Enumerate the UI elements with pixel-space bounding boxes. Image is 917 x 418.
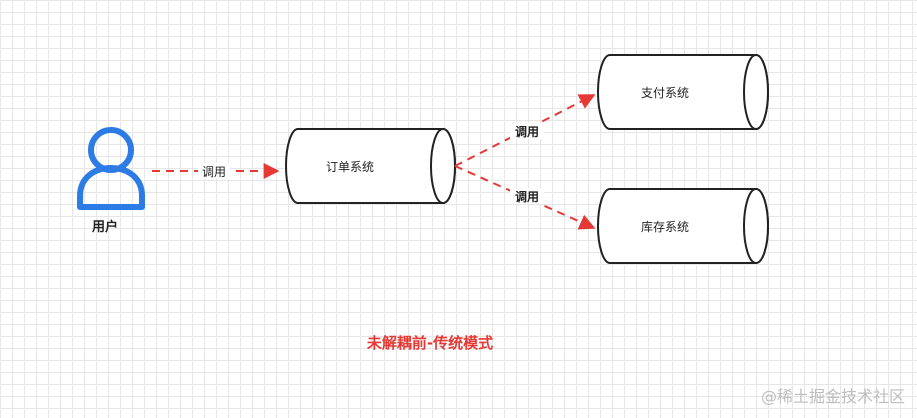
edge-label-bg — [510, 123, 544, 139]
inventory-system-label: 库存系统 — [641, 219, 689, 234]
edge-order-to-payment — [454, 94, 596, 167]
user-label: 用户 — [91, 219, 118, 235]
edge-label-order-to-inventory: 调用 — [515, 190, 539, 204]
order-system-node — [285, 128, 456, 204]
payment-system-label: 支付系统 — [641, 86, 689, 100]
watermark-text: @稀土掘金技术社区 — [761, 387, 905, 406]
payment-system-node — [597, 54, 769, 130]
edge-label-bg — [510, 188, 544, 204]
diagram-caption: 未解耦前-传统模式 — [366, 334, 493, 352]
edge-label-order-to-payment: 调用 — [515, 125, 539, 139]
order-system-label: 订单系统 — [326, 160, 374, 174]
inventory-system-node — [597, 188, 769, 264]
edge-label-user-to-order: 调用 — [202, 165, 226, 179]
edge-label-bg — [198, 163, 230, 179]
user-icon — [77, 127, 145, 210]
